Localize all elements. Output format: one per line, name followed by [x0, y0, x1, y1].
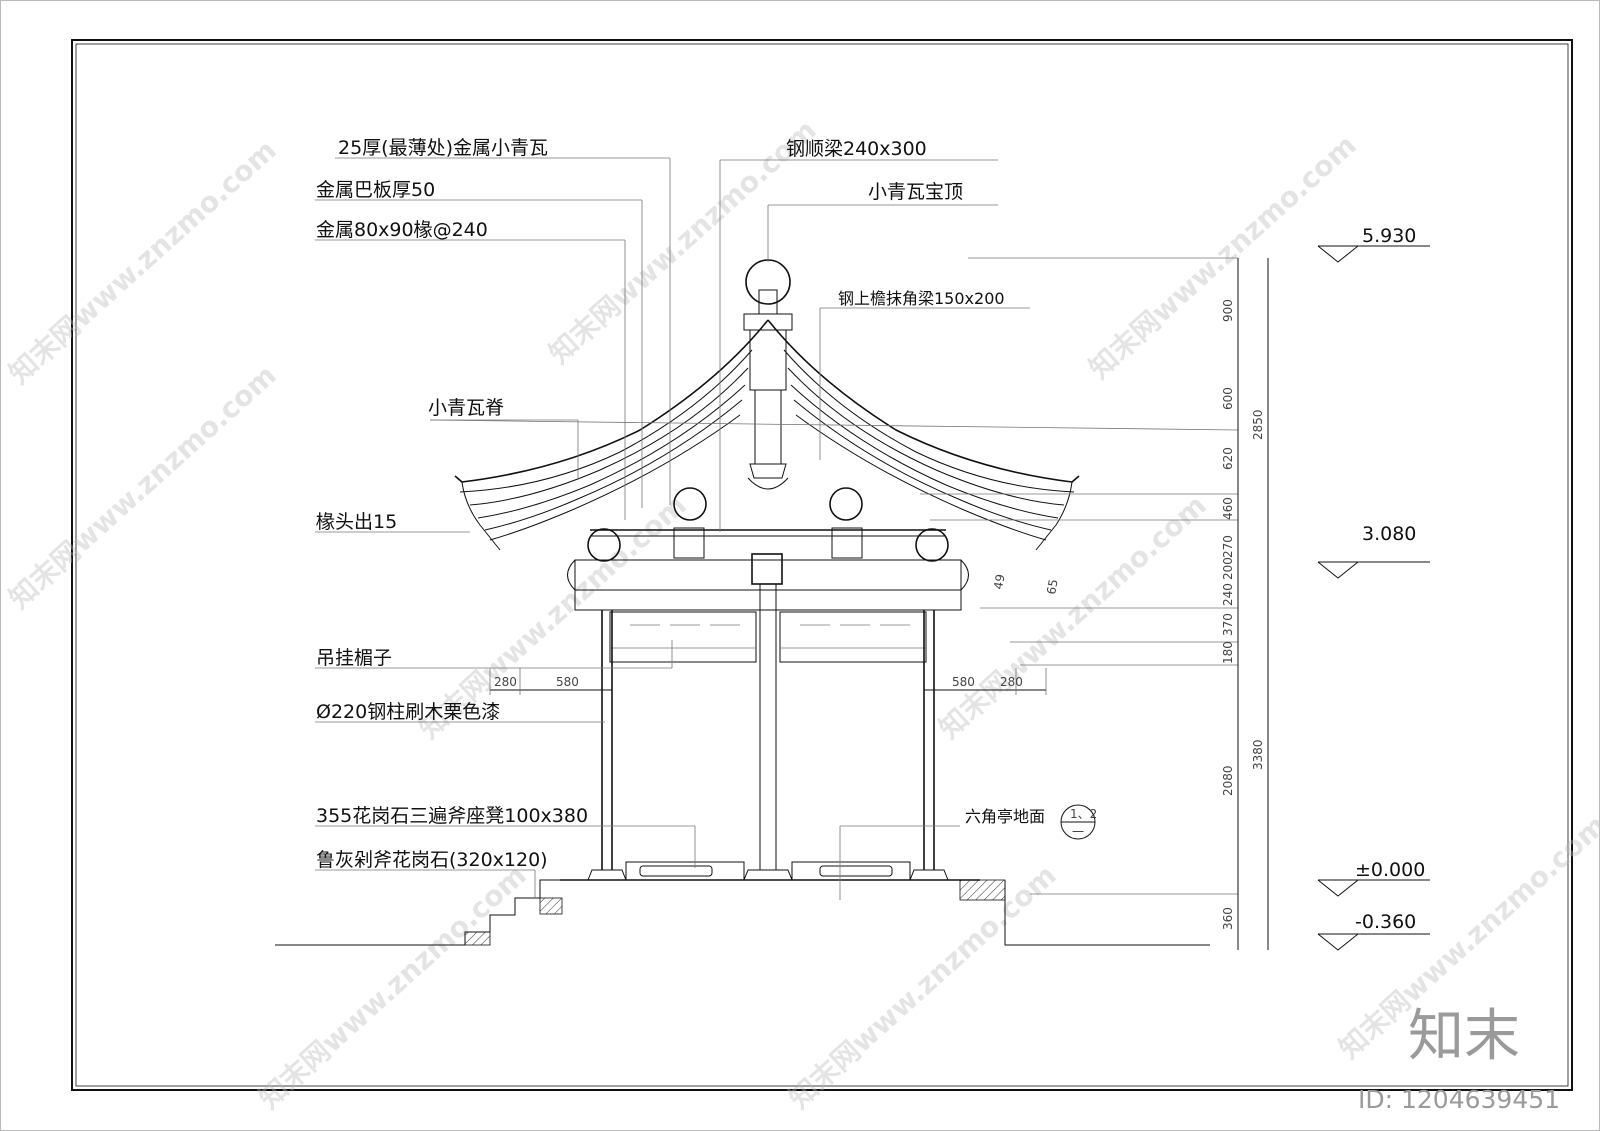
level-eave: 3.080	[1362, 523, 1416, 545]
dim-900: 900	[1221, 299, 1235, 322]
dim-slope-49: 49	[991, 573, 1007, 590]
lattice-left	[609, 611, 757, 663]
dim-slope-65: 65	[1044, 578, 1060, 595]
dim-360: 360	[1221, 907, 1235, 930]
dim-left-580: 580	[556, 675, 579, 689]
purlin-right-lower	[915, 528, 949, 562]
roof-left-outer	[454, 319, 769, 483]
label-rafter-overhang: 椽头出15	[316, 511, 397, 533]
purlin-right-upper	[829, 487, 863, 521]
dim-left-280: 280	[494, 675, 517, 689]
purlin-left-lower	[587, 528, 621, 562]
label-floor-ref: 六角亭地面	[965, 807, 1045, 826]
image-id: ID: 1204639451	[1358, 1085, 1560, 1114]
dim-270: 270	[1221, 535, 1235, 558]
dim-460: 460	[1221, 497, 1235, 520]
dim-right-580: 580	[952, 675, 975, 689]
level-roof-top: 5.930	[1362, 225, 1416, 247]
annotation-labels: 25厚(最薄处)金属小青瓦 金属巴板厚50 金属80x90椽@240 钢顺梁24…	[316, 137, 1045, 871]
level-floor: ±0.000	[1355, 859, 1425, 881]
leader-lines	[315, 157, 1269, 950]
label-fascia: 金属巴板厚50	[316, 179, 435, 201]
label-ridge: 小青瓦脊	[428, 397, 504, 419]
label-bench: 355花岗石三遍斧座凳100x380	[316, 805, 588, 827]
dim-180: 180	[1221, 641, 1235, 664]
label-tile-thickness: 25厚(最薄处)金属小青瓦	[338, 137, 548, 159]
label-hanging-lattice: 吊挂楣子	[316, 647, 392, 669]
dim-620: 620	[1221, 447, 1235, 470]
label-base-stone: 鲁灰剁斧花岗石(320x120)	[316, 849, 548, 871]
dim-370: 370	[1221, 613, 1235, 636]
floor-ref-tag-top: 1、2	[1070, 807, 1097, 821]
purlin-left-upper	[673, 487, 707, 521]
label-rafter: 金属80x90椽@240	[316, 219, 488, 241]
lattice-right	[779, 611, 927, 663]
dim-right-280: 280	[1000, 675, 1023, 689]
label-steel-purlin: 钢顺梁240x300	[786, 138, 927, 160]
floor-ref-tag-bottom: 一	[1072, 825, 1084, 839]
dim-3380: 3380	[1251, 739, 1265, 770]
pavilion-section	[275, 259, 1210, 946]
drawing-frame	[71, 39, 1573, 1091]
dimension-values: 900 600 620 460 270 200 240 370 180 2080…	[494, 299, 1265, 930]
level-ground: -0.360	[1355, 911, 1416, 933]
label-corner-beam: 钢上檐抹角梁150x200	[838, 289, 1005, 308]
dim-600: 600	[1221, 387, 1235, 410]
center-post-cap	[751, 553, 783, 585]
dim-2080: 2080	[1221, 765, 1235, 796]
label-column: Ø220钢柱刷木栗色漆	[316, 701, 500, 723]
brand-logo: 知末	[1408, 1004, 1520, 1069]
roof-right-outer	[767, 319, 1080, 483]
level-markers: 5.930 3.080 ±0.000 -0.360	[1317, 225, 1430, 951]
drawing-frame-inner	[75, 43, 1569, 1087]
dim-2850: 2850	[1251, 409, 1265, 440]
label-finial: 小青瓦宝顶	[868, 181, 963, 203]
dim-240: 240	[1221, 583, 1235, 606]
dim-200: 200	[1221, 557, 1235, 580]
